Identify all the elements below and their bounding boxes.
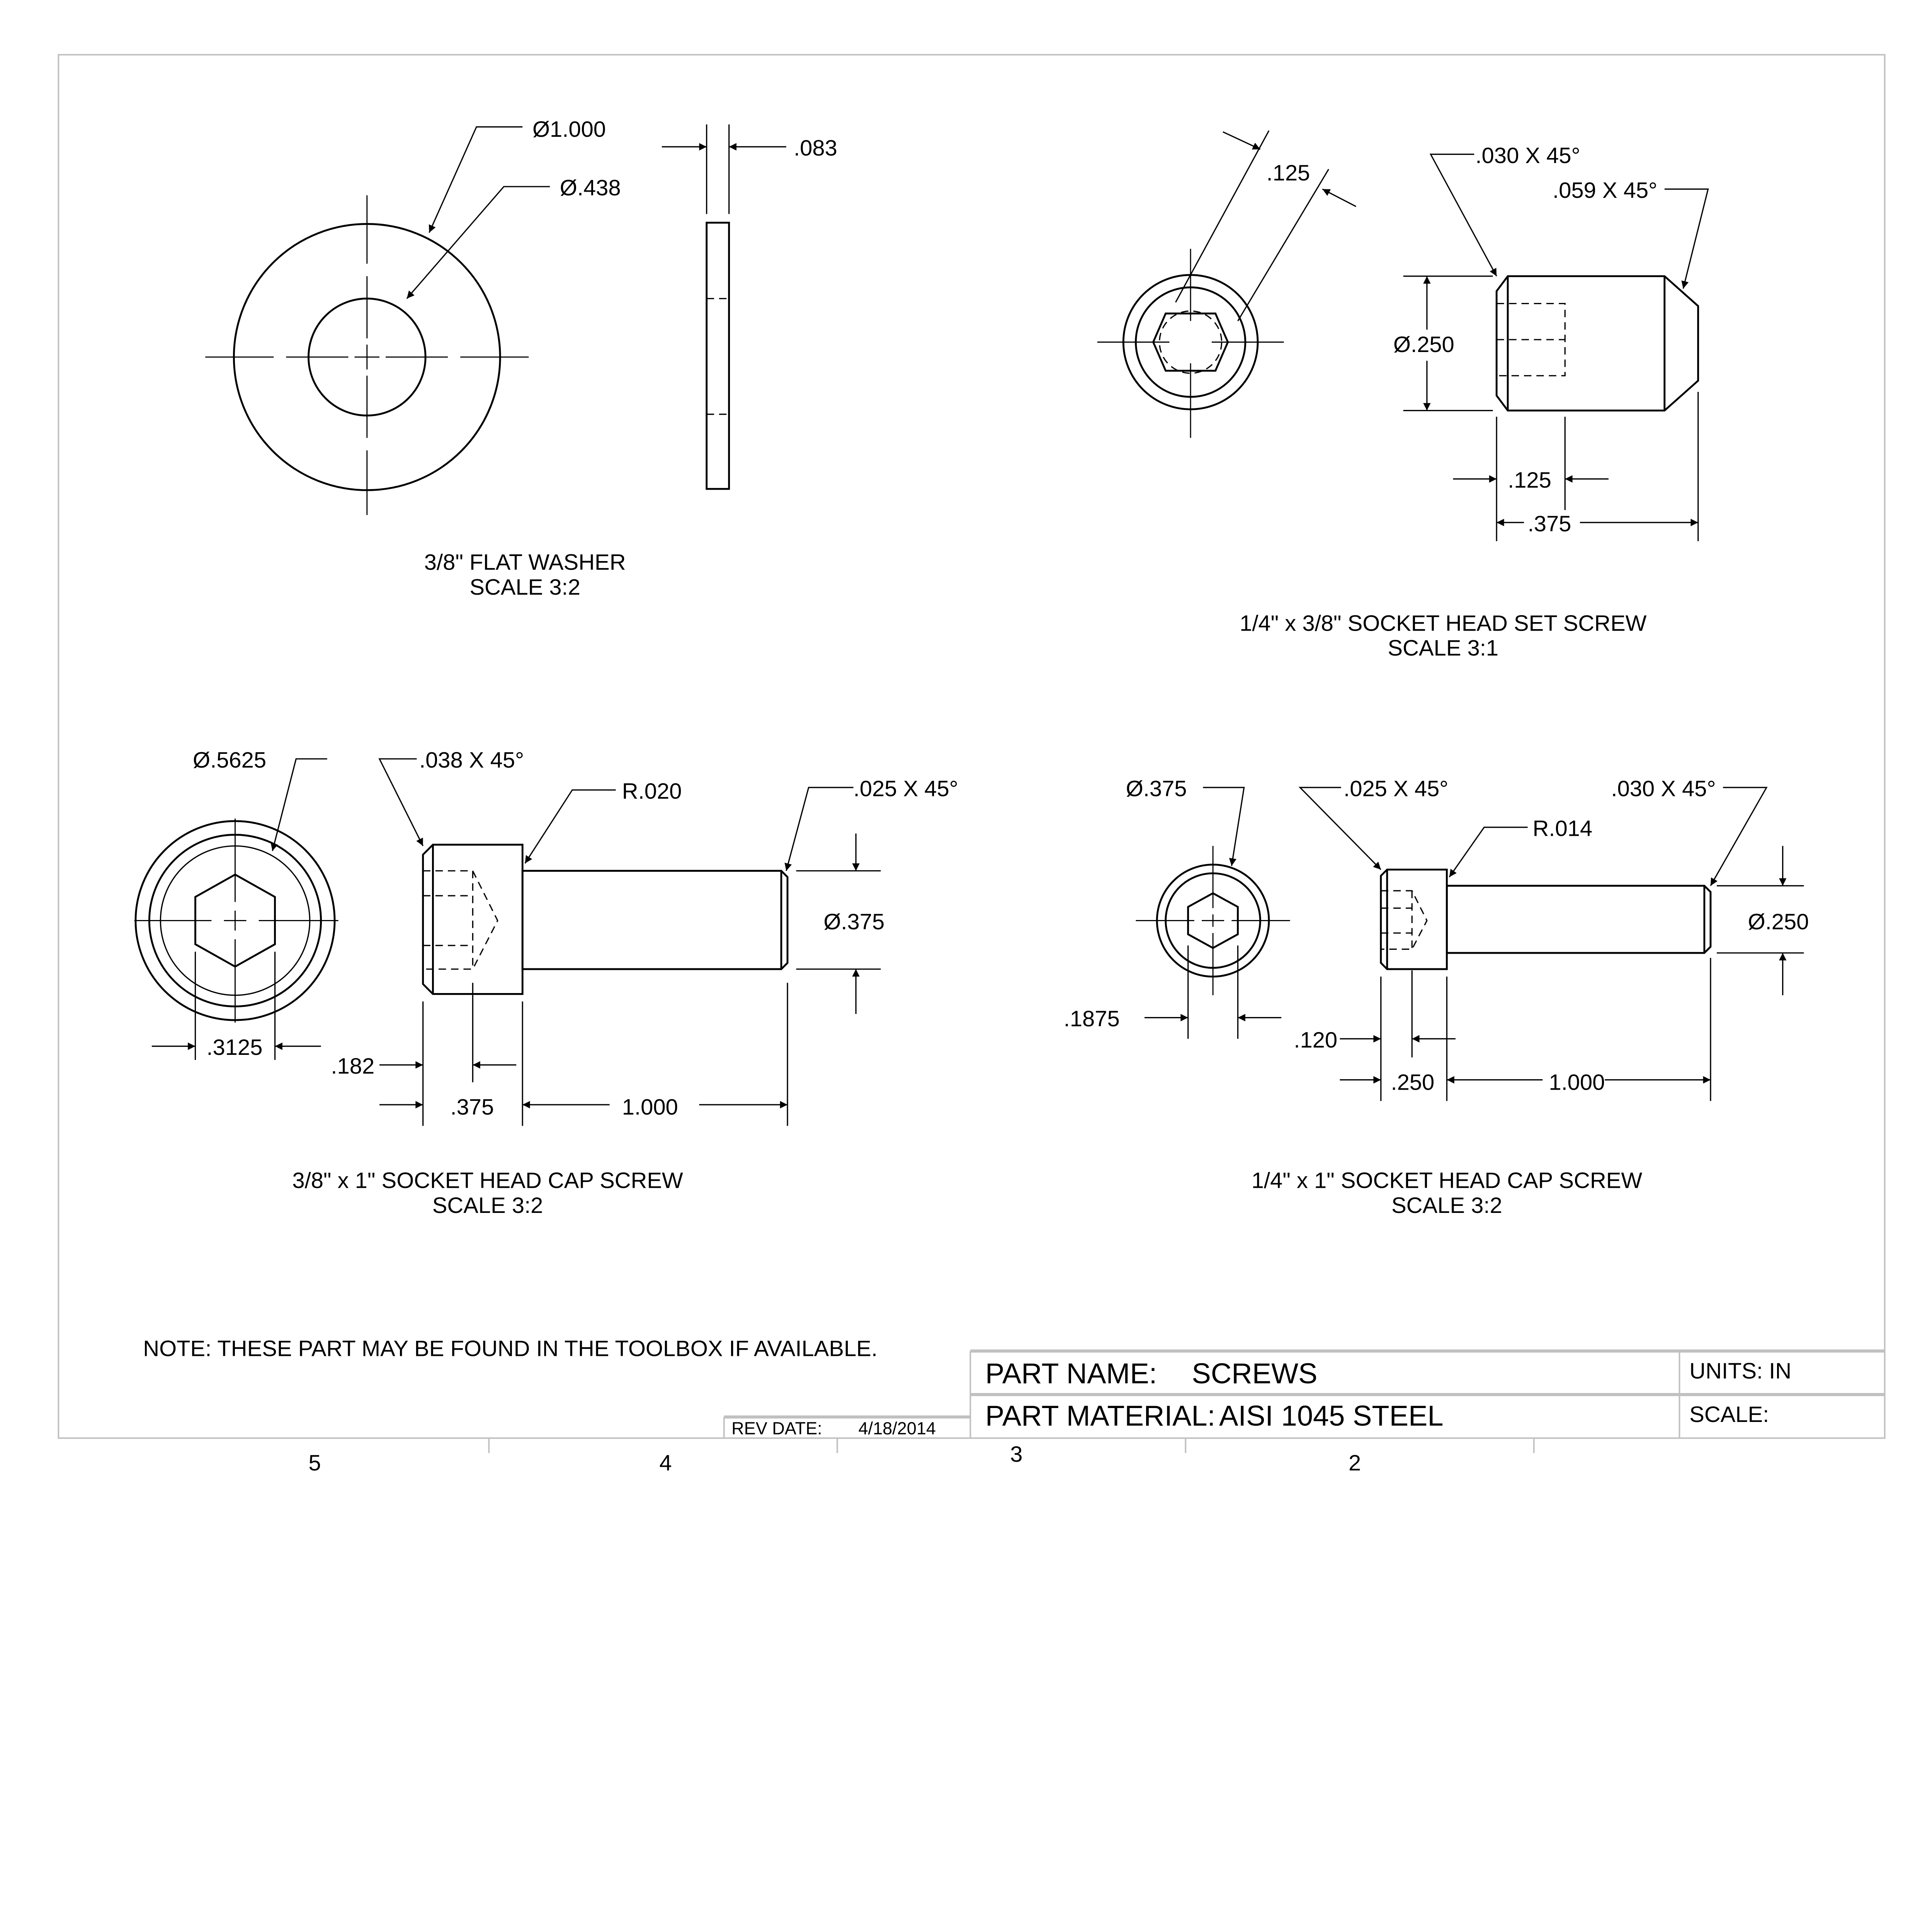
part-material-label: PART MATERIAL: bbox=[985, 1400, 1215, 1432]
dim-set-screw-chamfer-right: .059 X 45° bbox=[1553, 178, 1657, 203]
cap-screw-14-side-view bbox=[1298, 787, 1804, 1101]
dim-cap38-dia: Ø.375 bbox=[823, 910, 884, 934]
set-screw-scale: SCALE 3:1 bbox=[1388, 636, 1498, 661]
cap14-title: 1/4" x 1" SOCKET HEAD CAP SCREW bbox=[1252, 1168, 1643, 1193]
washer-title: 3/8" FLAT WASHER bbox=[424, 550, 626, 575]
cap-screw-38-end-view bbox=[134, 758, 338, 1060]
sheet-border bbox=[58, 54, 1886, 1439]
dim-cap38-end-chamfer: .025 X 45° bbox=[854, 777, 958, 801]
rev-date-value: 4/18/2014 bbox=[859, 1418, 936, 1438]
zone-label: 3 bbox=[1010, 1442, 1022, 1467]
dim-cap38-head-dia: Ø.5625 bbox=[193, 748, 266, 772]
zone-label: 4 bbox=[659, 1451, 672, 1476]
dim-cap14-socket-depth: .120 bbox=[1294, 1028, 1337, 1053]
scale-label: SCALE: bbox=[1689, 1402, 1769, 1427]
dim-set-screw-length: .375 bbox=[1528, 512, 1571, 536]
washer-front-view bbox=[205, 195, 529, 515]
rev-date-label: REV DATE: bbox=[731, 1418, 822, 1438]
dim-cap14-hex: .1875 bbox=[1064, 1007, 1120, 1031]
dim-set-screw-chamfer-left: .030 X 45° bbox=[1475, 143, 1580, 168]
dim-cap38-head-chamfer: .038 X 45° bbox=[419, 748, 524, 772]
dim-cap14-end-chamfer: .030 X 45° bbox=[1611, 777, 1716, 801]
dim-set-screw-hex: .125 bbox=[1267, 161, 1310, 185]
dim-cap38-socket-depth: .182 bbox=[331, 1054, 374, 1078]
zone-ticks bbox=[488, 1438, 1535, 1453]
zone-label: 2 bbox=[1349, 1451, 1361, 1476]
dim-washer-inner-dia: Ø.438 bbox=[560, 175, 621, 200]
part-material-value: AISI 1045 STEEL bbox=[1219, 1400, 1443, 1432]
title-block: PART NAME: SCREWS PART MATERIAL: AISI 10… bbox=[723, 1349, 1885, 1438]
dim-set-screw-dia: Ø.250 bbox=[1393, 332, 1454, 357]
cap14-scale: SCALE 3:2 bbox=[1391, 1193, 1502, 1218]
dim-cap14-head-chamfer: .025 X 45° bbox=[1344, 777, 1448, 801]
set-screw-title: 1/4" x 3/8" SOCKET HEAD SET SCREW bbox=[1240, 611, 1647, 636]
dim-cap14-head-height: .250 bbox=[1391, 1070, 1434, 1095]
note-text: NOTE: THESE PART MAY BE FOUND IN THE TOO… bbox=[143, 1336, 878, 1361]
units-label: UNITS: IN bbox=[1689, 1359, 1791, 1383]
cap38-scale: SCALE 3:2 bbox=[432, 1193, 543, 1218]
set-screw-end-view bbox=[1097, 130, 1357, 438]
dim-washer-outer-dia: Ø1.000 bbox=[532, 117, 606, 142]
washer-side-view bbox=[662, 124, 786, 490]
dim-cap14-dia: Ø.250 bbox=[1748, 910, 1809, 934]
dim-cap38-head-height: .375 bbox=[450, 1095, 494, 1120]
part-name-label: PART NAME: bbox=[985, 1357, 1157, 1389]
dim-washer-thickness: .083 bbox=[794, 136, 837, 160]
cap-screw-14-end-view bbox=[1136, 787, 1290, 1039]
dim-set-screw-socket-depth: .125 bbox=[1508, 468, 1551, 493]
dim-cap38-fillet: R.020 bbox=[622, 779, 682, 804]
part-name-value: SCREWS bbox=[1192, 1357, 1317, 1389]
washer-scale: SCALE 3:2 bbox=[469, 575, 580, 600]
dim-cap38-length: 1.000 bbox=[622, 1095, 678, 1120]
cap38-title: 3/8" x 1" SOCKET HEAD CAP SCREW bbox=[292, 1168, 683, 1193]
dim-cap14-head-dia: Ø.375 bbox=[1126, 777, 1187, 801]
dim-cap38-hex: .3125 bbox=[206, 1035, 262, 1060]
set-screw-side-view bbox=[1403, 153, 1709, 541]
dim-cap14-length: 1.000 bbox=[1549, 1070, 1605, 1095]
dim-cap14-fillet: R.014 bbox=[1533, 816, 1593, 841]
cap-screw-38-side-view bbox=[378, 758, 881, 1126]
zone-label: 5 bbox=[308, 1451, 321, 1476]
